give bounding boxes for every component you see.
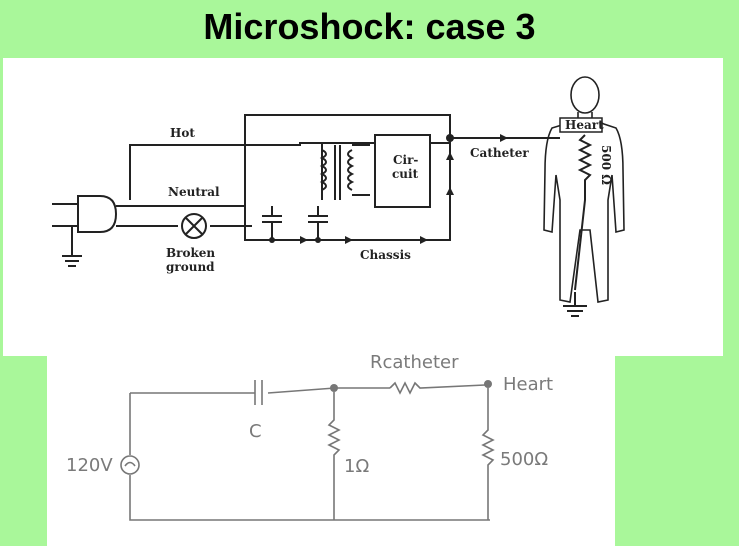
resistance-label: 500 Ω [599, 145, 613, 185]
shunt-label: 1Ω [344, 456, 369, 477]
circuit-label-1: Cir- [393, 153, 418, 167]
circuit-box [374, 134, 431, 208]
broken-ground-label-1: Broken [166, 246, 215, 260]
chassis-label: Chassis [360, 248, 411, 262]
sketch-heart-label: Heart [503, 374, 553, 395]
source-label: 120V [66, 455, 113, 476]
neutral-label: Neutral [168, 185, 220, 199]
heart-label: Heart [565, 118, 604, 132]
human-figure [543, 76, 625, 303]
sketch-circuit [120, 380, 495, 521]
stray-capacitors [262, 206, 328, 243]
foot-ground-icon [563, 292, 587, 317]
circuit-label-2: cuit [392, 167, 419, 181]
r-catheter-label: Rcatheter [370, 352, 459, 373]
broken-ground-label-2: ground [166, 260, 215, 274]
capacitor-label: C [249, 421, 262, 442]
plug [52, 195, 118, 267]
slide-title: Microshock: case 3 [203, 6, 536, 47]
heart-box [559, 117, 603, 133]
body-resistance-label: 500Ω [500, 449, 548, 470]
transformer [319, 143, 370, 200]
body-resistor [574, 134, 593, 291]
catheter-label: Catheter [470, 146, 529, 160]
hot-label: Hot [170, 126, 195, 140]
